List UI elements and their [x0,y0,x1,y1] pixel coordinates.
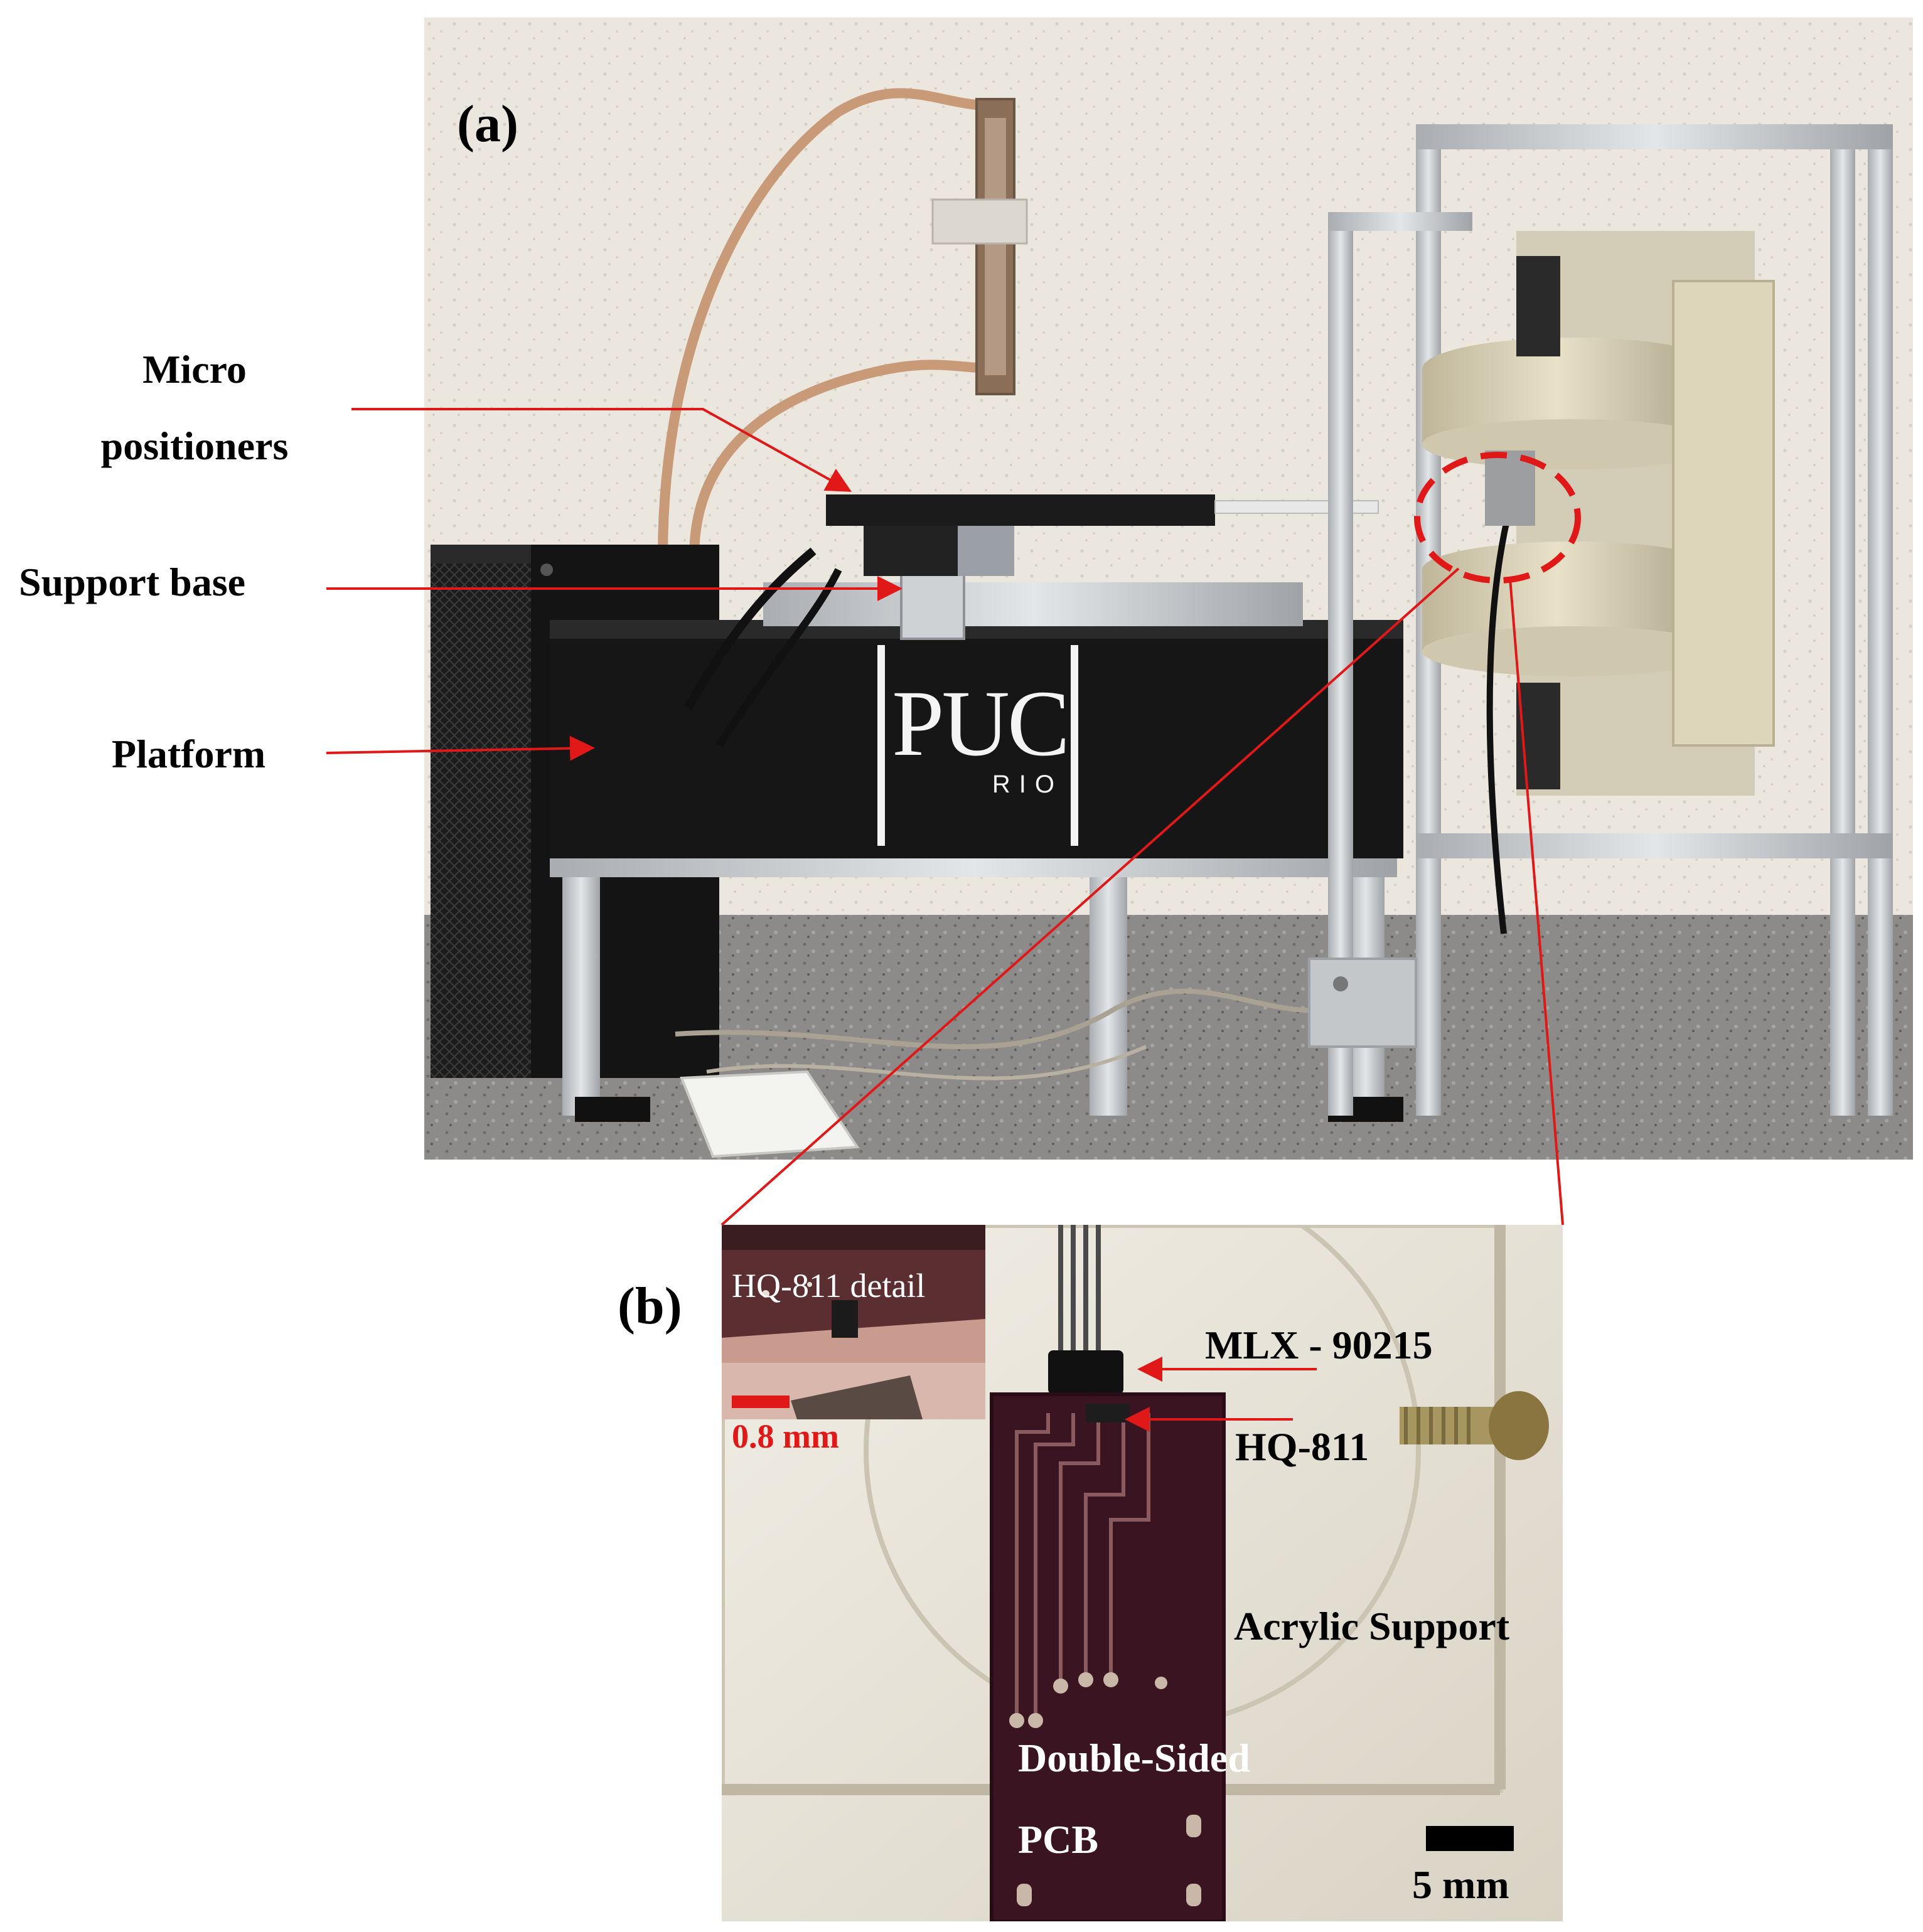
panel-a-photo: (a) PUC RIO [424,18,1913,1160]
panel-a-illustration [424,18,1913,1160]
panel-b-photo: HQ-811 detail 0.8 mm [722,1225,1563,1921]
logo-main: PUC [892,671,1070,776]
hq811-label: HQ-811 [1235,1424,1369,1469]
scale-bar [1426,1826,1514,1851]
scale-label: 5 mm [1412,1862,1509,1907]
mlx-label: MLX - 90215 [1205,1323,1433,1367]
acrylic-support-label: Acrylic Support [1234,1604,1510,1648]
inset-scale-bar [732,1396,790,1408]
platform-label: Platform [112,732,266,776]
pcb-label-line1: Double-Sided [1018,1736,1250,1780]
panel-b-label: (b) [618,1277,682,1335]
panel-a-label: (a) [457,95,518,153]
inset-scale-label: 0.8 mm [732,1417,839,1455]
inset-illustration [722,1225,985,1419]
hq811-detail-inset: HQ-811 detail [722,1225,985,1419]
support-base-label: Support base [19,560,245,604]
pcb-label-line2: PCB [1018,1817,1098,1862]
inset-title: HQ-811 detail [732,1267,926,1305]
puc-rio-logo: PUC RIO [889,676,1071,827]
micro-positioners-label: Micro positioners [100,347,289,468]
